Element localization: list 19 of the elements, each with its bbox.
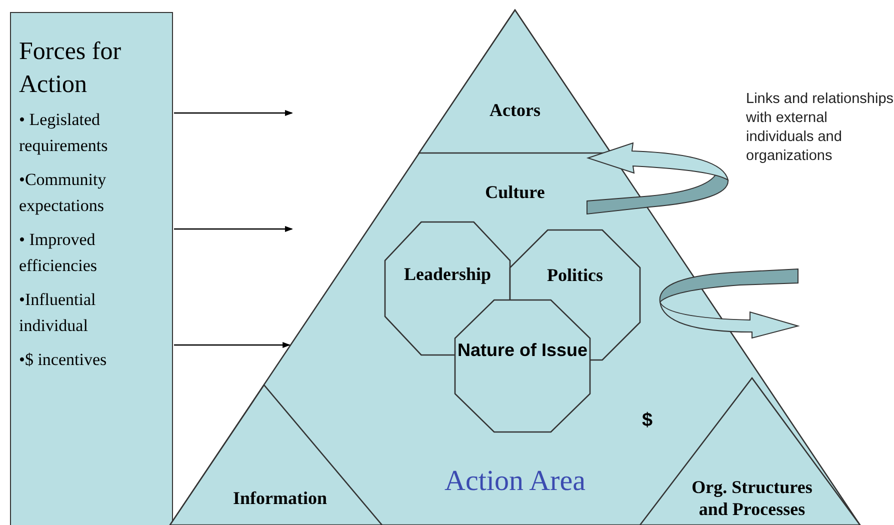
arrow bbox=[174, 110, 293, 116]
section-label: Actors bbox=[488, 100, 542, 121]
bullet-item: • Improved efficiencies bbox=[19, 229, 98, 277]
arrow bbox=[174, 342, 291, 348]
bullet-item: •Community expectations bbox=[19, 169, 108, 217]
section-label: Nature of Issue bbox=[456, 340, 589, 361]
section-label: Leadership bbox=[402, 264, 492, 285]
area-title: Action Area bbox=[444, 465, 586, 498]
section-label: Politics bbox=[546, 265, 604, 286]
annotation-text: Links and relationships with external individuals and organizations bbox=[746, 90, 894, 166]
bullet-item: •Influential individual bbox=[19, 289, 97, 337]
panel-heading: Forces for Action bbox=[19, 37, 122, 100]
bullet-item: •$ incentives bbox=[19, 349, 108, 371]
section-label: Org. Structures and Processes bbox=[690, 476, 814, 520]
arrow bbox=[174, 226, 293, 232]
section-title: Culture bbox=[484, 182, 546, 203]
section-label: Information bbox=[232, 488, 328, 509]
dollar-sign: $ bbox=[642, 410, 654, 432]
bullet-item: • Legislated requirements bbox=[19, 109, 109, 157]
